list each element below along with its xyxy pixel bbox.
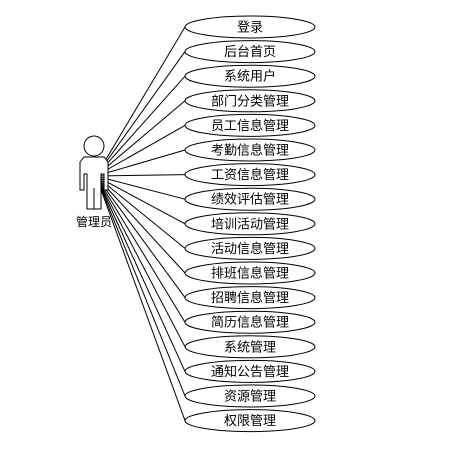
use-case-label: 通知公告管理 bbox=[211, 364, 289, 380]
use-case-label: 简历信息管理 bbox=[211, 315, 289, 331]
use-case-ellipse bbox=[184, 261, 316, 285]
use-case: 招聘信息管理 bbox=[184, 286, 316, 310]
use-case-ellipse bbox=[184, 212, 316, 236]
use-case-ellipse bbox=[184, 286, 316, 310]
use-case-ellipse bbox=[184, 384, 316, 408]
use-case-label: 资源管理 bbox=[224, 390, 276, 405]
use-case-label: 系统用户 bbox=[224, 69, 276, 85]
use-case-label: 员工信息管理 bbox=[211, 118, 289, 134]
use-case: 考勤信息管理 bbox=[184, 138, 316, 162]
association-line bbox=[95, 75, 186, 177]
association-line bbox=[95, 175, 186, 249]
use-case-label: 绩效评估管理 bbox=[211, 193, 289, 208]
association-line bbox=[95, 175, 186, 348]
actor-body bbox=[79, 156, 109, 210]
use-case-ellipse bbox=[184, 138, 316, 162]
use-case-label: 考勤信息管理 bbox=[211, 143, 289, 159]
use-case-label: 排班信息管理 bbox=[211, 266, 289, 282]
use-case-label: 工资信息管理 bbox=[211, 167, 289, 183]
use-case: 部门分类管理 bbox=[184, 89, 316, 113]
association-lines bbox=[95, 26, 186, 421]
use-case: 简历信息管理 bbox=[184, 310, 316, 334]
use-case: 活动信息管理 bbox=[184, 236, 316, 260]
use-case: 系统管理 bbox=[184, 335, 316, 359]
association-line bbox=[95, 175, 186, 200]
use-case-ellipse bbox=[184, 163, 316, 187]
use-case: 系统用户 bbox=[184, 64, 316, 88]
actor-label: 管理员 bbox=[76, 214, 112, 229]
use-case: 员工信息管理 bbox=[184, 113, 316, 137]
association-line bbox=[95, 175, 186, 225]
use-case-ellipse bbox=[184, 187, 316, 211]
use-case-label: 权限管理 bbox=[224, 413, 276, 429]
association-line bbox=[95, 175, 186, 421]
use-case-label: 招聘信息管理 bbox=[211, 290, 289, 306]
use-case-ellipse bbox=[184, 359, 316, 383]
association-line bbox=[95, 175, 186, 372]
actor-head bbox=[83, 135, 105, 157]
association-line bbox=[95, 124, 186, 177]
use-case: 工资信息管理 bbox=[184, 163, 316, 187]
use-case-label: 登录 bbox=[237, 21, 263, 36]
use-case-ellipse bbox=[184, 236, 316, 260]
use-case: 排班信息管理 bbox=[184, 261, 316, 285]
association-line bbox=[95, 26, 186, 177]
use-case-label: 培训活动管理 bbox=[211, 216, 289, 232]
use-case-label: 后台首页 bbox=[224, 45, 276, 60]
use-case-ellipse bbox=[184, 409, 316, 433]
use-case-ellipse bbox=[184, 40, 316, 64]
use-case-ellipse bbox=[184, 64, 316, 88]
association-line bbox=[95, 149, 186, 177]
use-case: 权限管理 bbox=[184, 409, 316, 433]
use-case-label: 部门分类管理 bbox=[211, 94, 289, 109]
use-case: 通知公告管理 bbox=[184, 359, 316, 383]
use-case: 后台首页 bbox=[184, 40, 316, 64]
use-case: 资源管理 bbox=[184, 384, 316, 408]
use-case-label: 活动信息管理 bbox=[211, 241, 289, 257]
actor-administrator: 管理员 bbox=[76, 135, 112, 229]
use-case-ellipse bbox=[184, 335, 316, 359]
use-case: 培训活动管理 bbox=[184, 212, 316, 236]
association-line bbox=[95, 175, 186, 298]
use-case-ellipse bbox=[184, 15, 316, 39]
association-line bbox=[95, 175, 186, 323]
use-case-ellipse bbox=[184, 89, 316, 113]
use-case-ellipse bbox=[184, 310, 316, 334]
use-case-label: 系统管理 bbox=[224, 340, 276, 355]
use-case-ellipse bbox=[184, 113, 316, 137]
association-line bbox=[95, 51, 186, 177]
association-line bbox=[95, 175, 186, 397]
association-line bbox=[95, 100, 186, 177]
use-case-list: 登录后台首页系统用户部门分类管理员工信息管理考勤信息管理工资信息管理绩效评估管理… bbox=[184, 15, 316, 433]
association-line bbox=[95, 174, 186, 177]
association-line bbox=[95, 175, 186, 274]
use-case: 绩效评估管理 bbox=[184, 187, 316, 211]
use-case: 登录 bbox=[184, 15, 316, 39]
